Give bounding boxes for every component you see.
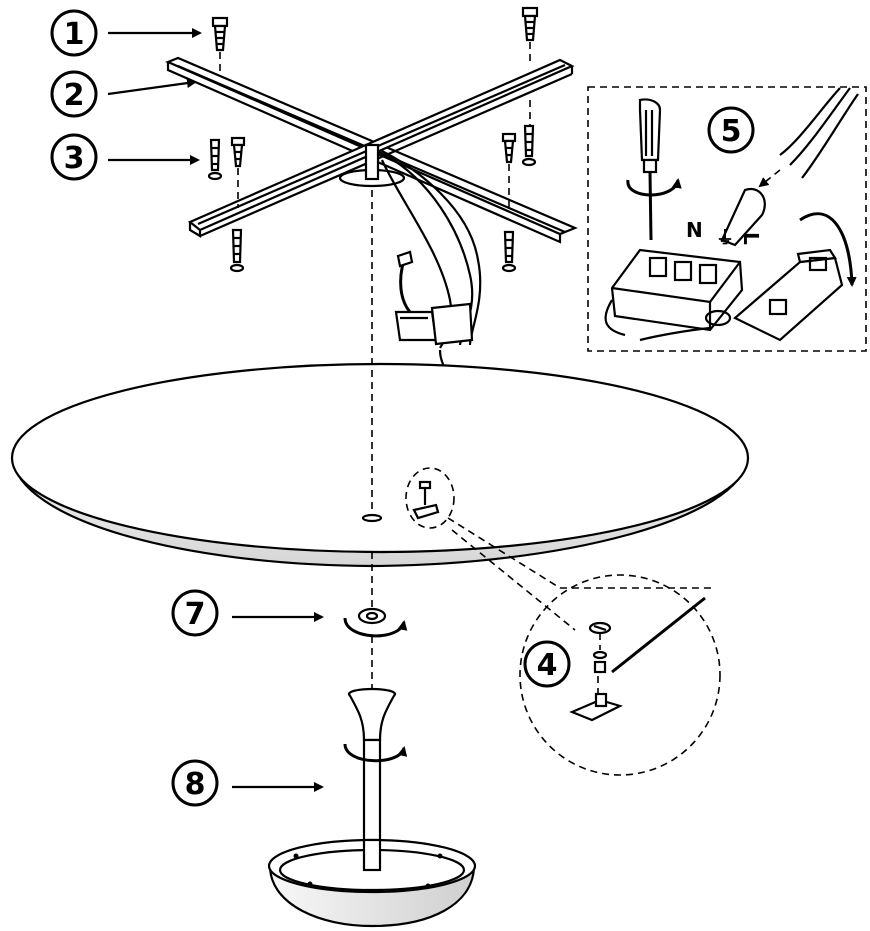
earth-detail-circle xyxy=(519,574,721,776)
screwdriver-icon xyxy=(626,98,682,241)
callout-2-arrow xyxy=(107,78,197,96)
led-driver xyxy=(394,302,474,346)
terminal-label-live: L xyxy=(739,232,763,245)
wall-plug-right xyxy=(521,124,537,167)
ceiling-screw-right xyxy=(521,6,539,42)
earth-detail-marker xyxy=(405,467,455,529)
nut-turn-arrow xyxy=(343,617,408,638)
callout-4: 4 xyxy=(523,640,571,688)
callout-8: 8 xyxy=(171,759,324,807)
ceiling-screw-left xyxy=(211,16,229,52)
cover-close-arrow xyxy=(799,212,857,287)
screw-left xyxy=(230,136,246,168)
supply-cables xyxy=(379,149,482,349)
supply-wire-ends xyxy=(758,87,859,188)
wiring-detail-box xyxy=(587,86,867,352)
stand-turn-arrow xyxy=(343,743,408,763)
fixing-nut xyxy=(343,607,408,638)
lower-plug-right xyxy=(501,230,517,273)
wall-plug-left xyxy=(207,138,223,181)
callout-8-label: 8 xyxy=(185,767,206,802)
callout-4-label: 4 xyxy=(537,648,558,683)
callout-3-label: 3 xyxy=(64,141,85,176)
callout-5-label: 5 xyxy=(721,114,742,149)
bracket-center-stud xyxy=(364,143,380,181)
terminal-cover xyxy=(733,212,857,342)
terminal-label-earth: ⏚ xyxy=(716,228,734,249)
callout-7: 7 xyxy=(171,589,324,637)
callout-5: 5 xyxy=(707,106,755,154)
detail-leader-bottom xyxy=(451,529,576,631)
earth-screw-detail xyxy=(569,596,706,722)
terminal-block: N L ⏚ xyxy=(604,187,766,342)
callout-1-label: 1 xyxy=(64,17,85,52)
earth-screw-small xyxy=(412,480,440,520)
callout-2: 2 xyxy=(50,70,197,118)
lower-plug-left xyxy=(229,228,245,273)
screw-right xyxy=(501,132,517,164)
terminal-label-neutral: N xyxy=(686,218,703,242)
callout-7-label: 7 xyxy=(185,597,206,632)
callout-2-label: 2 xyxy=(64,78,85,113)
earth-lug xyxy=(569,698,623,722)
detail-leader-top xyxy=(447,517,712,589)
callout-3: 3 xyxy=(50,133,200,181)
stand-post xyxy=(343,687,408,872)
earth-wire xyxy=(611,596,706,674)
lamp-shade xyxy=(10,362,750,568)
stand-base xyxy=(267,838,477,928)
callout-1: 1 xyxy=(50,9,202,57)
